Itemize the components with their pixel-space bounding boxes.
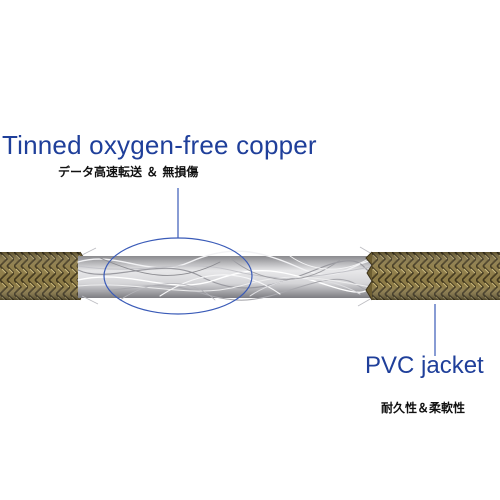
jacket-title-label: PVC jacket: [365, 352, 484, 379]
copper-subtitle-label: データ高速転送 ＆ 無損傷: [58, 165, 199, 179]
copper-callout: [103, 188, 253, 315]
right-jacket-segment: [365, 251, 500, 301]
jacket-subtitle-label: 耐久性＆柔軟性: [381, 401, 466, 415]
copper-title-label: Tinned oxygen-free copper: [2, 130, 317, 160]
callout-ellipse-icon: [103, 237, 253, 315]
left-jacket-segment: [0, 251, 86, 301]
exposed-copper-wires: [77, 246, 377, 307]
